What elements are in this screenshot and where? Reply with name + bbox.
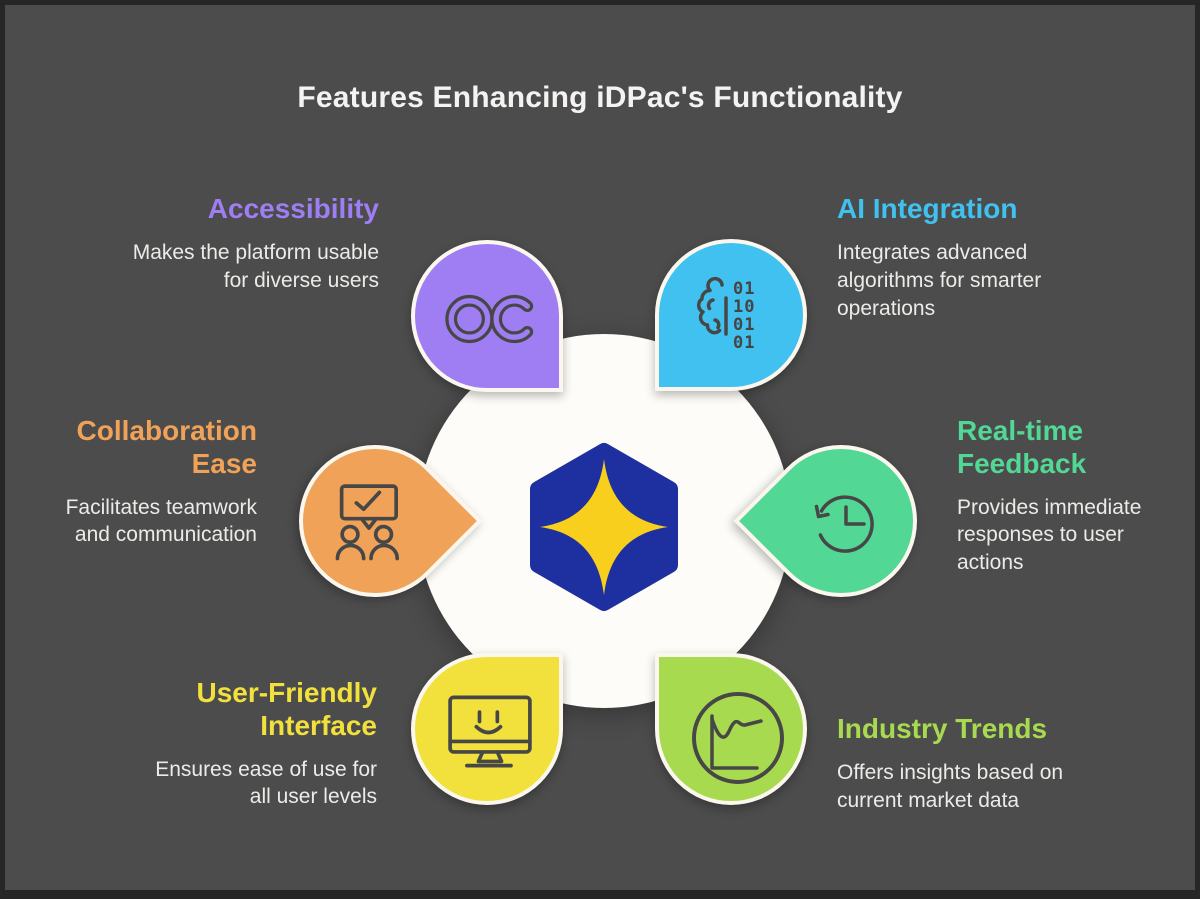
feature-description: Offers insights based on current market … xyxy=(837,760,1064,812)
feature-real-time-feedback: Real-time Feedback Provides immediate re… xyxy=(957,415,1195,577)
feature-collaboration-ease: Collaboration Ease Facilitates teamwork … xyxy=(7,415,257,549)
smiley-monitor-icon xyxy=(448,695,532,768)
page-title: Features Enhancing iDPac's Functionality xyxy=(297,81,903,114)
teamwork-chat-icon xyxy=(335,484,400,561)
feature-title: User-Friendly Interface xyxy=(196,677,378,741)
four-point-star-icon xyxy=(540,459,668,595)
petal-user-friendly-interface xyxy=(411,653,563,805)
feature-accessibility: Accessibility Makes the platform usable … xyxy=(49,193,379,295)
feature-description: Provides immediate responses to user act… xyxy=(957,495,1142,575)
ai-brain-binary-icon: 01 10 01 01 xyxy=(696,276,755,353)
svg-text:01: 01 xyxy=(733,315,755,335)
feature-industry-trends: Industry Trends Offers insights based on… xyxy=(837,713,1137,815)
feature-description: Makes the platform usable for diverse us… xyxy=(132,240,379,292)
feature-ai-integration: AI Integration Integrates advanced algor… xyxy=(837,193,1137,323)
petal-accessibility xyxy=(411,240,563,392)
feature-description: Facilitates teamwork and communication xyxy=(65,495,257,547)
feature-description: Integrates advanced algorithms for smart… xyxy=(837,240,1042,320)
sparkle-hexagon-icon xyxy=(530,443,678,611)
feature-title: Real-time Feedback xyxy=(957,415,1087,479)
feature-title: Accessibility xyxy=(207,193,379,224)
feature-title: Industry Trends xyxy=(837,713,1048,744)
svg-text:01: 01 xyxy=(733,333,755,353)
feature-title: AI Integration xyxy=(837,193,1018,224)
petal-ai-integration xyxy=(655,239,807,391)
accessibility-oc-icon xyxy=(445,294,534,344)
history-clock-icon xyxy=(814,495,874,553)
svg-text:10: 10 xyxy=(733,297,755,317)
trend-chart-icon xyxy=(692,692,784,784)
svg-text:01: 01 xyxy=(733,279,755,299)
feature-user-friendly-interface: User-Friendly Interface Ensures ease of … xyxy=(77,677,377,811)
feature-description: Ensures ease of use for all user levels xyxy=(155,757,377,809)
feature-title: Collaboration Ease xyxy=(76,415,257,479)
